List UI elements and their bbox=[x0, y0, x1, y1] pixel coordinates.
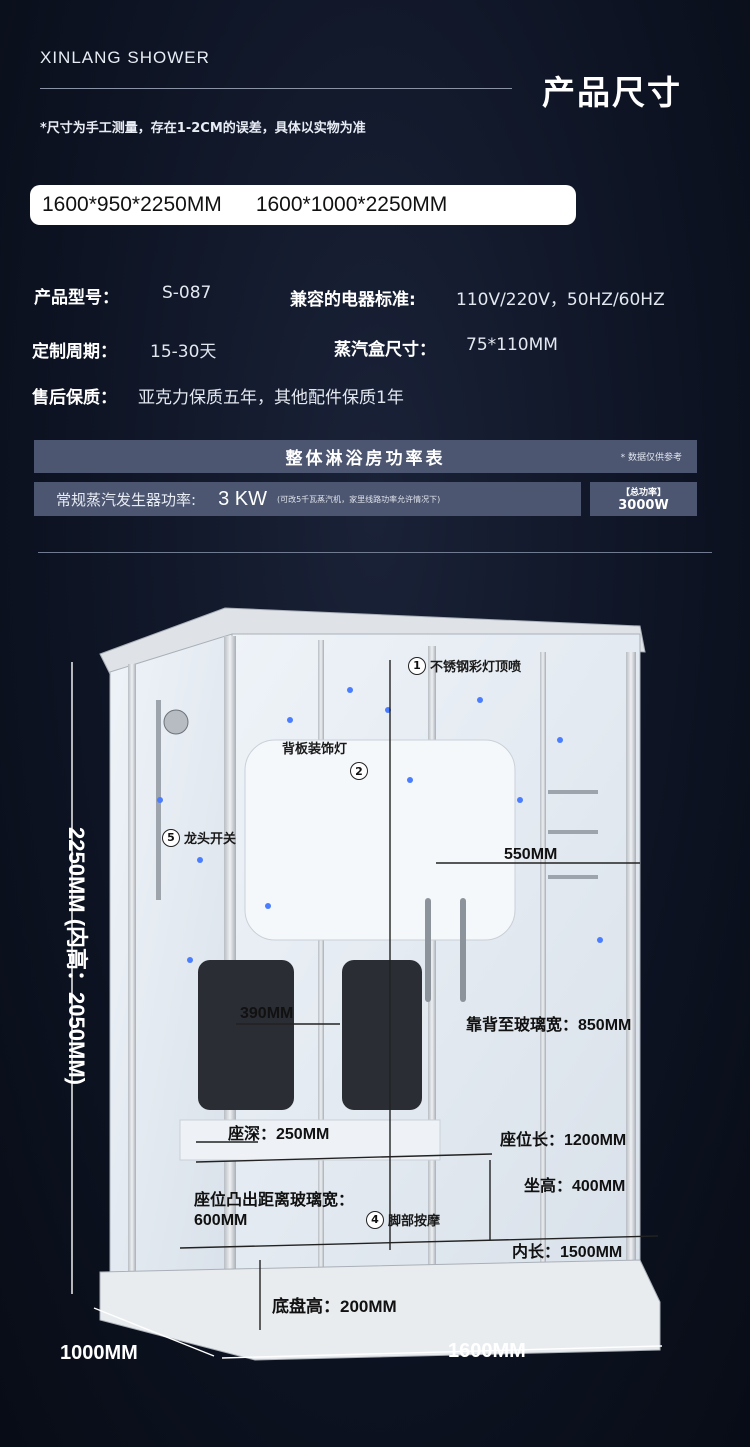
generator-label: 常规蒸汽发生器功率: bbox=[56, 490, 197, 509]
led-lights bbox=[157, 687, 603, 963]
dimension-lines bbox=[71, 660, 663, 1359]
size-options: 1600*950*2250MM 1600*1000*2250MM bbox=[30, 185, 576, 225]
standard-value: 110V/220V，50HZ/60HZ bbox=[456, 290, 665, 310]
callout-2-marker: 2 bbox=[350, 762, 368, 780]
brand-underline bbox=[40, 88, 512, 89]
section-divider bbox=[38, 552, 712, 553]
shelf-2 bbox=[548, 830, 598, 834]
frame-post-mid3 bbox=[540, 652, 546, 1272]
callout-text-5: 龙头开关 bbox=[184, 832, 237, 847]
cycle-label: 定制周期： bbox=[32, 342, 117, 362]
size-option-2: 1600*1000*2250MM bbox=[255, 193, 448, 216]
warranty-label: 售后保质： bbox=[32, 388, 117, 408]
cycle-value: 15-30天 bbox=[150, 342, 217, 362]
door-handle-left bbox=[425, 898, 431, 1002]
steambox-label: 蒸汽盒尺寸： bbox=[334, 340, 436, 360]
frame-post-right bbox=[626, 652, 636, 1272]
callout-text-4: 脚部按摩 bbox=[388, 1214, 441, 1229]
measure-note: *尺寸为手工测量，存在1-2CM的误差，具体以实物为准 bbox=[40, 121, 366, 136]
power-table-title: 整体淋浴房功率表 bbox=[34, 440, 697, 473]
model-value: S-087 bbox=[162, 283, 212, 303]
hand-shower bbox=[163, 709, 189, 735]
callout-4: 4 脚部按摩 bbox=[366, 1210, 440, 1229]
dim-seat-depth: 座深：250MM bbox=[228, 1126, 330, 1143]
callout-5: 5 龙头开关 bbox=[162, 828, 236, 847]
total-power-label: 【总功率】 bbox=[620, 488, 666, 498]
shelf-1 bbox=[548, 790, 598, 794]
standard-label: 兼容的电器标准: bbox=[290, 290, 416, 310]
shower-cabin-illustration bbox=[71, 607, 663, 1361]
dim-inner-length: 内长：1500MM bbox=[512, 1244, 623, 1261]
generator-value: 3 KW bbox=[218, 487, 267, 510]
callout-1: 1 不锈钢彩灯顶喷 bbox=[408, 656, 521, 675]
callout-2: 背板装饰灯 bbox=[282, 738, 347, 757]
callout-number-1: 1 bbox=[408, 656, 426, 675]
size-option-1: 1600*950*2250MM bbox=[42, 193, 222, 216]
callout-text-2: 背板装饰灯 bbox=[282, 742, 348, 757]
door-handle-right bbox=[460, 898, 466, 1002]
seat-backrest-right bbox=[342, 960, 422, 1110]
frame-post-mid1 bbox=[318, 640, 324, 1270]
dim-seat-protrude: 座位凸出距离玻璃宽： bbox=[194, 1192, 355, 1209]
generator-row: 常规蒸汽发生器功率: 3 KW (可改5千瓦蒸汽机，家里线路功率允许情况下) bbox=[34, 482, 581, 516]
frame-post-mid2 bbox=[428, 646, 436, 1272]
height-dimension: 2250MM (内高：2050MM) bbox=[64, 827, 89, 1085]
total-power-value: 3000W bbox=[618, 498, 669, 513]
back-wall bbox=[244, 739, 516, 941]
shelf-3 bbox=[548, 875, 598, 879]
depth-dimension: 1000MM bbox=[60, 1342, 138, 1364]
base-tray bbox=[99, 1259, 661, 1361]
callout-number-4: 4 bbox=[366, 1210, 384, 1229]
dim-base-height: 底盘高：200MM bbox=[272, 1297, 397, 1316]
frame-post-corner bbox=[224, 636, 236, 1276]
dim-seat-length: 座位长：1200MM bbox=[500, 1132, 627, 1149]
model-label: 产品型号： bbox=[34, 288, 119, 308]
dim-backrest: 靠背至玻璃宽：850MM bbox=[466, 1017, 632, 1034]
dim-seat-height: 坐高：400MM bbox=[524, 1178, 626, 1195]
width-dimension: 1600MM bbox=[448, 1340, 526, 1362]
brand-name: XINLANG SHOWER bbox=[40, 48, 210, 67]
seat-bench bbox=[179, 1119, 441, 1161]
seat-backrest-left bbox=[198, 960, 294, 1110]
steambox-value: 75*110MM bbox=[466, 335, 558, 355]
callout-text-1: 不锈钢彩灯顶喷 bbox=[430, 660, 522, 675]
dim-seat-protrude-value: 600MM bbox=[194, 1212, 248, 1229]
power-ref-note: * 数据仅供参考 bbox=[620, 453, 682, 463]
callout-number-5: 5 bbox=[162, 828, 180, 847]
generator-note: (可改5千瓦蒸汽机，家里线路功率允许情况下) bbox=[276, 494, 441, 504]
page-title: 产品尺寸 bbox=[542, 73, 682, 112]
total-power: 【总功率】 3000W bbox=[590, 482, 697, 516]
dim-550: 550MM bbox=[504, 846, 558, 863]
callout-number-2: 2 bbox=[350, 762, 368, 780]
warranty-value: 亚克力保质五年，其他配件保质1年 bbox=[138, 388, 404, 408]
dim-390: 390MM bbox=[240, 1005, 294, 1022]
frame-post-left bbox=[128, 664, 136, 1280]
